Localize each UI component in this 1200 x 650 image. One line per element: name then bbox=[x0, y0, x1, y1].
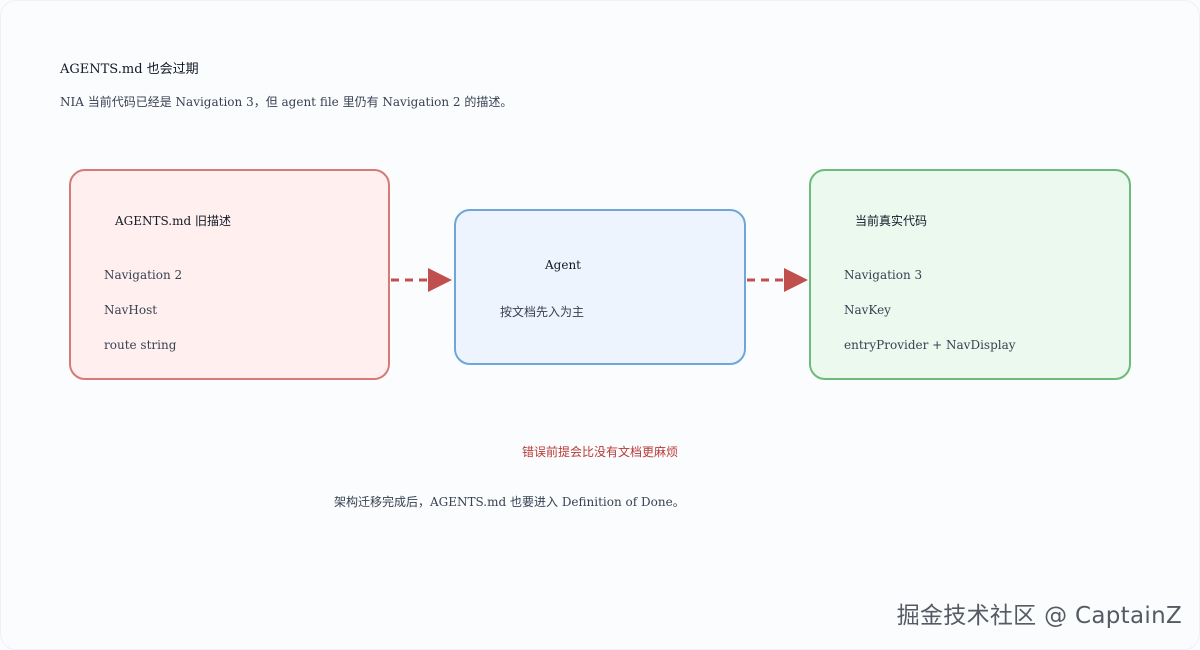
node-agents-md-old-item: NavHost bbox=[104, 303, 158, 317]
watermark: 掘金技术社区 @ CaptainZ bbox=[896, 603, 1182, 629]
node-agents-md-old-item: route string bbox=[104, 338, 177, 352]
diagram-subtitle: NIA 当前代码已经是 Navigation 3，但 agent file 里仍… bbox=[60, 95, 513, 109]
footer-note: 架构迁移完成后，AGENTS.md 也要进入 Definition of Don… bbox=[334, 495, 685, 509]
warning-note: 错误前提会比没有文档更麻烦 bbox=[521, 445, 678, 459]
node-current-code-title: 当前真实代码 bbox=[855, 214, 928, 228]
node-agent-title: Agent bbox=[545, 258, 581, 272]
node-current-code-item: NavKey bbox=[844, 303, 891, 317]
node-current-code-item: entryProvider + NavDisplay bbox=[844, 338, 1016, 352]
node-current-code-item: Navigation 3 bbox=[844, 268, 923, 282]
diagram-title: AGENTS.md 也会过期 bbox=[60, 62, 199, 77]
arrowhead-icon bbox=[784, 268, 808, 292]
arrowhead-icon bbox=[428, 268, 452, 292]
node-agents-md-old-item: Navigation 2 bbox=[104, 268, 183, 282]
node-agent-item: 按文档先入为主 bbox=[500, 305, 585, 319]
node-agents-md-old bbox=[69, 169, 390, 380]
node-agent bbox=[454, 209, 746, 365]
node-agents-md-old-title: AGENTS.md 旧描述 bbox=[115, 214, 231, 228]
edge-agent-to-current bbox=[747, 268, 808, 292]
node-current-code bbox=[809, 169, 1131, 380]
edge-old-to-agent bbox=[391, 268, 452, 292]
